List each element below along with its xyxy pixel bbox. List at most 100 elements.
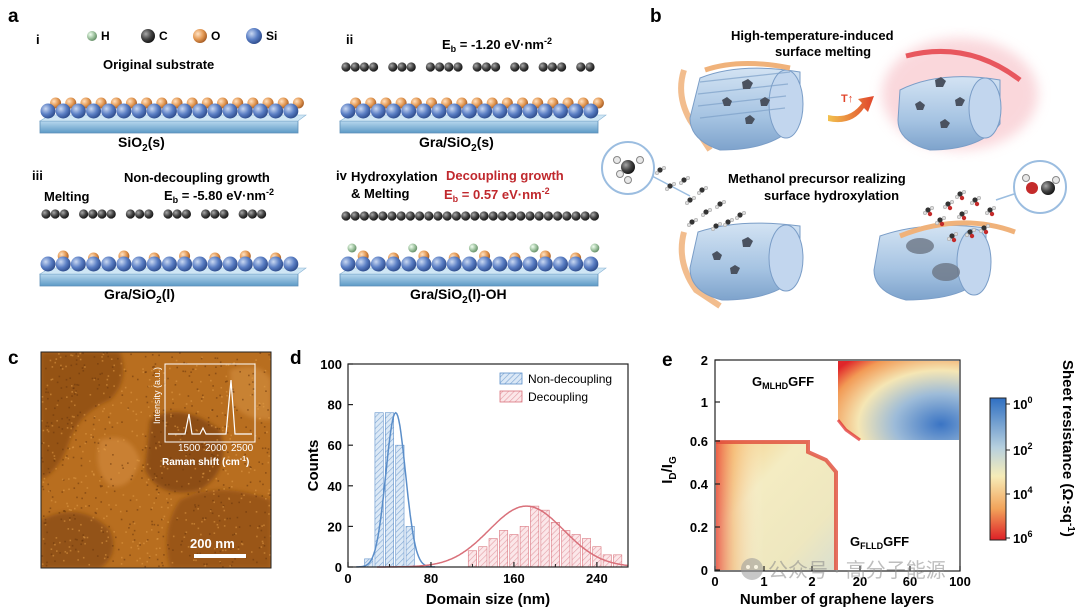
carbon-atom — [453, 62, 463, 72]
histogram-bar-non-decoupling — [395, 444, 405, 568]
carbon-atom — [219, 209, 229, 219]
legend-o-label: O — [211, 29, 220, 43]
silicon-atom — [70, 103, 86, 119]
silicon-atom — [355, 103, 371, 119]
carbon-atom — [461, 211, 471, 221]
raman-inset-ylabel: Intensity (a.u.) — [152, 367, 162, 424]
substrate-slab — [339, 273, 599, 287]
atom-legend: H C O Si — [87, 28, 277, 44]
sub-i-numeral: i — [36, 32, 40, 47]
gaussian-fit-non-decoupling — [356, 411, 436, 568]
hydrogen-atom — [408, 243, 418, 253]
silicon-atom — [507, 256, 523, 272]
y-tick-label: 40 — [328, 479, 342, 494]
silicon-atom — [477, 256, 493, 272]
carbon-atom — [488, 211, 498, 221]
carbon-atom — [201, 209, 211, 219]
carbon-atom — [481, 62, 491, 72]
legend-h-label: H — [101, 29, 110, 43]
heatmap-x-tick-label: 2 — [808, 574, 815, 589]
carbon-atom — [470, 211, 480, 221]
raman-inset-xlabel: Raman shift (cm-1) — [162, 456, 249, 468]
hydrogen-atom — [468, 243, 478, 253]
x-tick-label: 80 — [424, 571, 438, 586]
carbon-atom — [350, 62, 360, 72]
carbon-atom — [387, 211, 397, 221]
carbon-atom — [88, 209, 98, 219]
hydrogen-atom — [590, 243, 600, 253]
hydrogen-atom-icon — [87, 31, 97, 41]
carbon-atom — [97, 209, 107, 219]
substrate-slab — [339, 120, 599, 134]
carbon-atom — [571, 211, 581, 221]
carbon-atom — [359, 62, 369, 72]
carbon-atom — [510, 62, 520, 72]
methanol-magnifier-right — [995, 160, 1067, 214]
heatmap-ylabel: ID/IG — [659, 456, 679, 484]
carbon-atom — [519, 62, 529, 72]
heating-arrow-icon: T↑ — [828, 93, 874, 123]
carbon-atom — [359, 211, 369, 221]
hydrogen-atom — [347, 243, 357, 253]
silicon-atom — [583, 103, 599, 119]
silicon-atom — [370, 103, 386, 119]
carbon-atom — [397, 62, 407, 72]
methanol-magnifier-left — [601, 141, 691, 197]
raman-inset-tick-1500: 1500 — [178, 443, 201, 454]
heatmap-region-mlhd — [838, 361, 959, 440]
sub-i-substrate — [38, 97, 307, 134]
sub-ii-numeral: ii — [346, 32, 353, 47]
sub-iii-caption: Gra/SiO2(l) — [104, 286, 175, 306]
sub-iv-energy: Eb = 0.57 eV·nm-2 — [444, 186, 550, 204]
carbon-atom — [125, 209, 135, 219]
heatmap-y-tick-label: 2 — [701, 353, 708, 368]
silicon-atom — [101, 256, 117, 272]
gaussian-fit-decoupling — [377, 505, 629, 568]
sub-iii-growth-label: Non-decoupling growth — [124, 170, 270, 185]
carbon-atom — [396, 211, 406, 221]
carbon-atom — [491, 62, 501, 72]
sub-iv-substrate — [338, 211, 607, 287]
carbon-atom — [79, 209, 89, 219]
carbon-atom — [405, 211, 415, 221]
panel-b-bottom-title-line2: surface hydroxylation — [764, 188, 899, 203]
colorbar-tick-label: 106 — [1013, 529, 1032, 546]
carbon-atom — [516, 211, 526, 221]
heatmap-x-tick-label: 0 — [711, 574, 718, 589]
carbon-atom — [238, 209, 248, 219]
carbon-atom-icon — [141, 29, 155, 43]
colorbar-gradient — [989, 397, 1007, 541]
legend-label-non-decoupling: Non-decoupling — [528, 372, 612, 386]
silicon-atom — [40, 103, 56, 119]
carbon-atom — [210, 209, 220, 219]
silicon-atom — [222, 256, 238, 272]
silicon-atom — [552, 103, 568, 119]
heating-symbol: T↑ — [841, 93, 853, 105]
carbon-atom — [507, 211, 517, 221]
raman-inset: Intensity (a.u.) 1500 2000 2500 Raman sh… — [152, 363, 256, 468]
carbon-atom — [435, 62, 445, 72]
carbon-atom — [59, 209, 69, 219]
silicon-atom — [101, 103, 117, 119]
raman-spectrum-line — [168, 379, 252, 435]
raman-inset-frame — [164, 363, 256, 443]
afm-scale-bar — [194, 554, 246, 558]
sub-iv-numeral: iv — [336, 168, 348, 183]
silicon-atom — [283, 103, 299, 119]
carbon-atom — [580, 211, 590, 221]
watermark: 公众号 · 高分子能源 — [741, 558, 946, 582]
carbon-atom — [172, 209, 182, 219]
heatmap-y-tick-label: 0.2 — [690, 520, 708, 535]
histogram-bar-decoupling — [499, 530, 509, 568]
panel-b-label: b — [650, 6, 662, 27]
afm-image — [41, 352, 271, 568]
silicon-atom — [416, 256, 432, 272]
histogram-bar-decoupling — [488, 538, 498, 568]
sub-iii-numeral: iii — [32, 168, 43, 183]
silicon-atom — [222, 103, 238, 119]
carbon-atom — [525, 211, 535, 221]
afm-scale-bar-label: 200 nm — [190, 536, 235, 551]
